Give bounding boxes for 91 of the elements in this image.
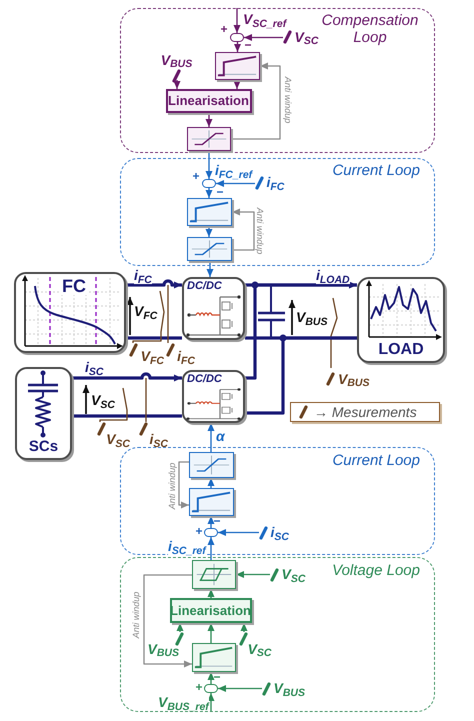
node-label: DC/DC (187, 374, 222, 385)
function-block (166, 88, 252, 112)
signal-arrow (234, 80, 240, 89)
edge-label: i$_{SC}$ (85, 359, 104, 376)
node-label: SCs (28, 439, 58, 454)
signal-arrow (236, 571, 270, 578)
signal-arrow (208, 537, 214, 560)
signal-arrow (176, 623, 184, 632)
node-label: LOAD (378, 342, 424, 358)
sign-label: + (192, 170, 200, 182)
node-label: DC/DC (187, 281, 222, 292)
edge-label: i$_{LOAD}$ (316, 267, 350, 284)
voltage-label: V$_{SC}$ (91, 391, 115, 409)
signal-arrow (234, 8, 240, 33)
component-box (357, 277, 445, 363)
edge-label: i$_{FC_ref}$ (215, 162, 252, 179)
signal-arrow (206, 261, 214, 277)
signal-label: i$_{FC}$ (266, 174, 284, 191)
component-box (15, 367, 72, 460)
sign-label: − (214, 672, 221, 682)
node-label: FC (60, 277, 88, 295)
signal-arrow (208, 589, 214, 598)
sign-label: + (220, 24, 228, 34)
block-label: Linearisation (168, 94, 249, 107)
edge-label: Anti windup (167, 462, 177, 510)
edge-label: i$_{SC_ref}$ (168, 538, 206, 555)
signal-label: V$_{SC}$ (282, 566, 306, 583)
signal-arrow (206, 188, 212, 198)
summing-junction (204, 684, 218, 692)
feedback-arrow (178, 461, 189, 508)
block-label: Linearisation (170, 604, 251, 616)
edge-label: V$_{BUS_ref}$ (158, 694, 209, 711)
power-wire (72, 414, 182, 418)
power-wire (245, 336, 357, 415)
edge-label: V$_{SC_ref}$ (243, 11, 286, 28)
signal-label: i$_{SC}$ (150, 431, 168, 448)
edge-label: i$_{FC}$ (134, 267, 152, 284)
function-block (170, 598, 252, 622)
sign-label: + (196, 682, 203, 692)
signal-label: V$_{SC}$ (248, 640, 272, 658)
measurement-line (167, 285, 169, 343)
signal-arrow (218, 685, 262, 692)
measurement-line (145, 378, 147, 422)
signal-label: V$_{SC}$ (294, 28, 318, 46)
edge-label: Anti windup (283, 76, 293, 124)
edge-label: Anti windup (131, 590, 141, 640)
signal-arrow (218, 529, 259, 536)
sign-label: − (214, 516, 221, 526)
signal-arrow (206, 151, 212, 179)
measurement-line (99, 388, 128, 422)
converter-box (182, 370, 245, 423)
summing-junction (202, 178, 216, 188)
feedback-arrow (231, 62, 281, 140)
voltage-label: V$_{FC}$ (134, 302, 158, 320)
legend-label: → Mesurements (314, 405, 417, 419)
summing-junction (204, 528, 218, 536)
converter-box (182, 277, 245, 340)
voltage-label: V$_{BUS}$ (296, 308, 328, 326)
power-wire (72, 372, 182, 382)
signal-arrow (244, 34, 283, 41)
signal-label: V$_{BUS}$ (274, 680, 306, 697)
signal-label: V$_{BUS}$ (160, 52, 192, 68)
signal-arrow (208, 623, 214, 643)
power-wire (126, 336, 182, 340)
feedback-arrow (143, 574, 192, 668)
sign-label: − (216, 186, 224, 198)
sign-label: + (196, 526, 203, 536)
signal-arrow (174, 80, 180, 89)
edge-label: Anti windup (255, 206, 265, 256)
signal-arrow (208, 423, 214, 452)
signal-arrow (206, 113, 212, 127)
signal-arrow (234, 42, 241, 52)
signal-arrow (240, 623, 248, 632)
summing-junction (230, 32, 244, 42)
power-wire (245, 282, 357, 380)
group-title: Current Loop (332, 162, 420, 179)
signal-label: V$_{BUS}$ (148, 640, 180, 658)
group-title: Voltage Loop (332, 562, 420, 579)
feedback-arrow (232, 208, 255, 251)
signal-arrow (216, 180, 255, 187)
sign-label: − (244, 40, 252, 50)
measurement-line (132, 290, 165, 343)
signal-label: V$_{FC}$ (140, 348, 164, 365)
measurement-line (330, 298, 338, 368)
group-title: Current Loop (332, 452, 420, 469)
signal-arrow (208, 693, 214, 712)
signal-label: V$_{BUS}$ (338, 370, 370, 388)
signal-label: V$_{SC}$ (106, 431, 130, 448)
power-wire (126, 279, 182, 288)
signal-label: i$_{FC}$ (177, 348, 195, 365)
signal-label: i$_{SC}$ (270, 524, 289, 541)
